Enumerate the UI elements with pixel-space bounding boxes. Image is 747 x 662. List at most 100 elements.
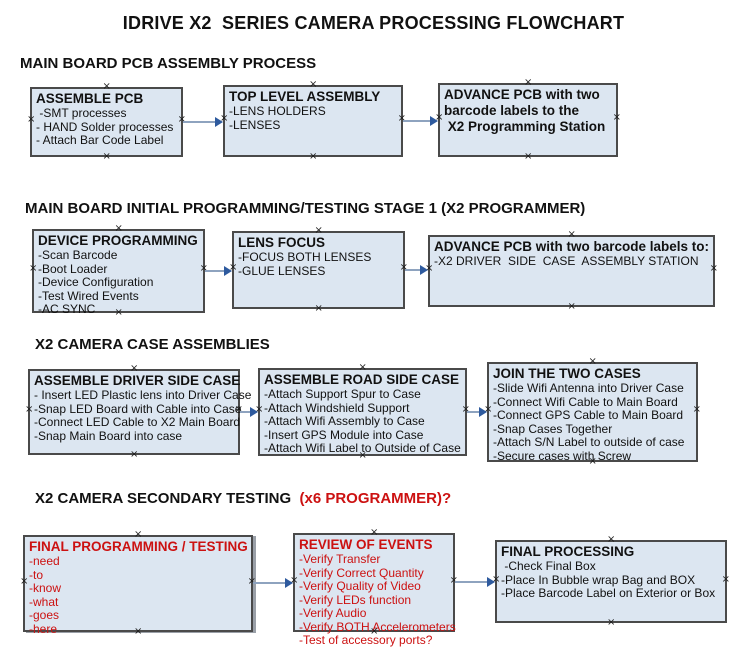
right-arrow-icon bbox=[420, 265, 428, 275]
section-heading-black: X2 CAMERA SECONDARY TESTING bbox=[35, 490, 296, 507]
box-item: barcode labels to the bbox=[444, 103, 580, 118]
flow-box-advance-pcb-driver-side-station: ADVANCE PCB with two barcode labels to: … bbox=[428, 235, 715, 307]
box-items: barcode labels to the X2 Programming Sta… bbox=[444, 103, 613, 135]
box-title: ASSEMBLE PCB bbox=[36, 91, 144, 106]
anchor-x-icon bbox=[607, 618, 615, 628]
box-item: -X2 DRIVER SIDE CASE ASSEMBLY STATION bbox=[434, 254, 699, 268]
flow-arrow bbox=[455, 577, 495, 587]
anchor-x-icon bbox=[29, 264, 37, 274]
box-title: ADVANCE PCB with two bbox=[444, 87, 600, 102]
anchor-x-icon bbox=[130, 450, 138, 460]
anchor-x-icon bbox=[309, 152, 317, 162]
anchor-x-icon bbox=[315, 304, 323, 314]
anchor-x-icon bbox=[359, 363, 367, 373]
box-title: JOIN THE TWO CASES bbox=[493, 366, 641, 381]
box-item: -Snap LED Board with Cable into Case bbox=[34, 401, 242, 416]
flow-arrow bbox=[403, 116, 438, 126]
arrow-shaft bbox=[467, 411, 481, 413]
flow-box-top-level-assembly: TOP LEVEL ASSEMBLY -LENS HOLDERS-LENSES bbox=[223, 85, 403, 157]
box-item: - Insert LED Plastic lens into Driver Ca… bbox=[34, 388, 252, 402]
box-item: -GLUE LENSES bbox=[238, 263, 326, 278]
right-arrow-icon bbox=[215, 117, 223, 127]
anchor-x-icon bbox=[134, 530, 142, 540]
right-arrow-icon bbox=[285, 578, 293, 588]
box-title: ADVANCE PCB with two barcode labels to: bbox=[434, 239, 710, 254]
box-items: -FOCUS BOTH LENSES-GLUE LENSES bbox=[238, 250, 400, 278]
box-item: -to bbox=[29, 567, 44, 582]
box-item: -Attach Wifi Assembly to Case bbox=[264, 414, 425, 428]
section-heading-initial-programming: MAIN BOARD INITIAL PROGRAMMING/TESTING S… bbox=[25, 200, 586, 217]
anchor-x-icon bbox=[568, 302, 576, 312]
box-item: -need bbox=[29, 554, 60, 568]
box-item: -Scan Barcode bbox=[38, 248, 118, 262]
anchor-x-icon bbox=[370, 627, 378, 637]
box-item: - Attach Bar Code Label bbox=[36, 133, 164, 147]
box-title: DEVICE PROGRAMMING bbox=[38, 233, 198, 248]
box-items: -SMT processes- HAND Solder processes- A… bbox=[36, 106, 178, 148]
box-item: -what bbox=[29, 594, 59, 609]
box-item: -Test Wired Events bbox=[38, 288, 139, 303]
anchor-x-icon bbox=[27, 115, 35, 125]
anchor-x-icon bbox=[568, 230, 576, 240]
flow-box-assemble-driver-side-case: ASSEMBLE DRIVER SIDE CASE - Insert LED P… bbox=[25, 369, 252, 455]
arrow-shaft bbox=[253, 582, 287, 584]
flow-arrow bbox=[183, 117, 223, 127]
flow-arrow bbox=[253, 578, 293, 588]
right-arrow-icon bbox=[487, 577, 495, 587]
flow-box-assemble-road-side-case: ASSEMBLE ROAD SIDE CASE -Attach Support … bbox=[258, 368, 467, 456]
box-title: REVIEW OF EVENTS bbox=[299, 537, 433, 552]
box-items: -X2 DRIVER SIDE CASE ASSEMBLY STATION bbox=[434, 254, 710, 269]
box-items: -Verify Transfer-Verify Correct Quantity… bbox=[299, 552, 456, 648]
anchor-x-icon bbox=[103, 82, 111, 92]
arrow-shaft bbox=[240, 411, 252, 413]
section-heading-secondary-testing: X2 CAMERA SECONDARY TESTING (x6 PROGRAMM… bbox=[35, 490, 451, 507]
anchor-x-icon bbox=[524, 152, 532, 162]
anchor-x-icon bbox=[359, 451, 367, 461]
anchor-x-icon bbox=[722, 575, 730, 585]
box-title: ASSEMBLE ROAD SIDE CASE bbox=[264, 372, 460, 387]
arrow-shaft bbox=[205, 270, 226, 272]
box-items: -LENS HOLDERS-LENSES bbox=[229, 104, 398, 132]
anchor-x-icon bbox=[589, 357, 597, 367]
box-item: -SMT processes bbox=[36, 106, 127, 120]
box-item: -Attach Windshield Support bbox=[264, 400, 410, 415]
box-item: -Verify LEDs function bbox=[299, 592, 412, 607]
right-arrow-icon bbox=[224, 266, 232, 276]
box-item: -Attach S/N Label to outside of case bbox=[493, 435, 685, 449]
section-heading-case-assemblies: X2 CAMERA CASE ASSEMBLIES bbox=[35, 336, 270, 353]
flow-box-review-of-events: REVIEW OF EVENTS -Verify Transfer-Verify… bbox=[293, 533, 456, 647]
box-title: FINAL PROGRAMMING / TESTING bbox=[29, 539, 248, 554]
box-item: -Snap Cases Together bbox=[493, 421, 613, 436]
anchor-x-icon bbox=[309, 80, 317, 90]
box-item: -Snap Main Board into case bbox=[34, 428, 183, 443]
box-item: -here bbox=[29, 621, 58, 636]
flow-box-assemble-pcb: ASSEMBLE PCB -SMT processes- HAND Solder… bbox=[30, 87, 183, 157]
box-item: -FOCUS BOTH LENSES bbox=[238, 250, 372, 264]
flow-box-join-the-two-cases: JOIN THE TWO CASES -Slide Wifi Antenna i… bbox=[487, 362, 698, 462]
flow-box-device-programming: DEVICE PROGRAMMING -Scan Barcode-Boot Lo… bbox=[29, 229, 205, 316]
section-heading-red: (x6 PROGRAMMER)? bbox=[295, 490, 452, 507]
right-arrow-icon bbox=[430, 116, 438, 126]
anchor-x-icon bbox=[524, 78, 532, 88]
box-items: -Slide Wifi Antenna into Driver Case-Con… bbox=[493, 381, 693, 463]
box-title: FINAL PROCESSING bbox=[501, 544, 635, 559]
box-items: -Attach Support Spur to Case-Attach Wind… bbox=[264, 387, 462, 456]
flow-box-advance-pcb-programming-station: ADVANCE PCB with two barcode labels to t… bbox=[438, 83, 618, 157]
box-title: ASSEMBLE DRIVER SIDE CASE bbox=[34, 373, 241, 388]
box-item: -Verify Correct Quantity bbox=[299, 565, 424, 580]
anchor-x-icon bbox=[134, 627, 142, 637]
anchor-x-icon bbox=[315, 226, 323, 236]
box-item: - HAND Solder processes bbox=[36, 119, 174, 134]
box-item: -goes bbox=[29, 608, 60, 622]
arrow-shaft bbox=[405, 269, 422, 271]
box-items: -Check Final Box-Place In Bubble wrap Ba… bbox=[501, 559, 722, 601]
arrow-shaft bbox=[403, 120, 432, 122]
flow-arrow bbox=[467, 407, 487, 417]
box-item: -know bbox=[29, 581, 62, 595]
box-item: -LENS HOLDERS bbox=[229, 104, 326, 118]
box-item: -LENSES bbox=[229, 117, 281, 132]
box-item: -Verify Quality of Video bbox=[299, 579, 421, 593]
anchor-x-icon bbox=[370, 528, 378, 538]
anchor-x-icon bbox=[25, 405, 33, 415]
